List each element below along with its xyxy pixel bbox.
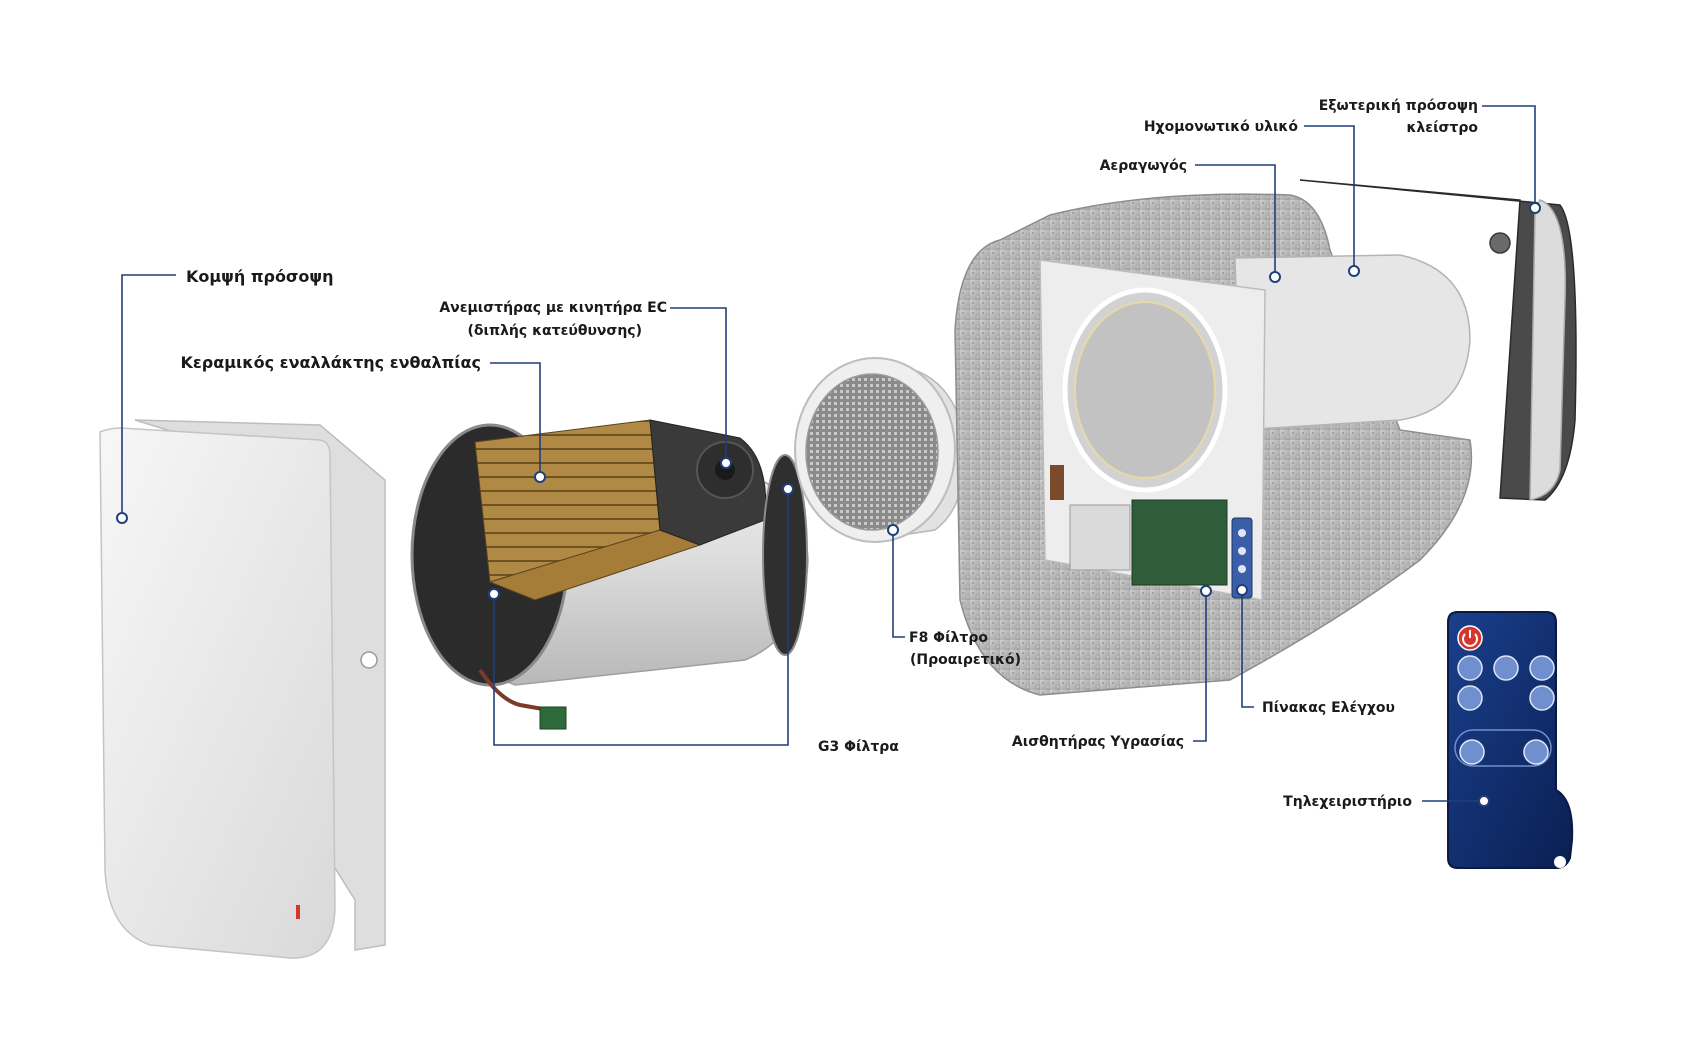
dot-air-duct	[1269, 271, 1281, 283]
label-f8-line1: F8 Φίλτρο	[909, 630, 988, 646]
dot-g3-filter-left	[488, 588, 500, 600]
label-outer-hood-line2: κλείστρο	[1406, 120, 1478, 136]
label-control-board: Πίνακας Ελέγχου	[1262, 700, 1395, 716]
label-outer-hood-line1: Εξωτερική πρόσοψη	[1319, 98, 1478, 114]
heat-exchanger-cylinder-illustration	[410, 419, 809, 730]
leader-g3-filters	[493, 489, 789, 746]
leader-sound-insulation	[1304, 125, 1355, 271]
dot-outer-hood	[1529, 202, 1541, 214]
dot-sound-insulation	[1348, 265, 1360, 277]
leader-front-panel	[121, 274, 176, 518]
dot-front-panel	[116, 512, 128, 524]
label-front-panel: Κομψή πρόσοψη	[186, 267, 333, 286]
dot-heat-exchanger	[534, 471, 546, 483]
label-fan-line1: Ανεμιστήρας με κινητήρα EC	[439, 300, 667, 316]
dot-control-board	[1236, 584, 1248, 596]
leader-heat-exchanger	[490, 362, 541, 477]
dot-fan	[720, 457, 732, 469]
dot-humidity-sensor	[1200, 585, 1212, 597]
label-heat-exchanger: Κεραμικός εναλλάκτης ενθαλπίας	[180, 353, 481, 372]
remote-control-illustration	[1447, 611, 1574, 869]
label-g3-filters: G3 Φίλτρα	[818, 739, 899, 755]
leader-air-duct	[1195, 164, 1276, 277]
main-housing-illustration	[954, 179, 1577, 696]
leader-f8-filter	[892, 530, 905, 638]
label-fan-line2: (διπλής κατεύθυνσης)	[468, 323, 642, 339]
leader-outer-hood	[1482, 105, 1536, 208]
leader-fan	[670, 307, 727, 463]
label-f8-line2: (Προαιρετικό)	[910, 652, 1021, 668]
leader-humidity-sensor	[1193, 591, 1207, 742]
label-air-duct: Αεραγωγός	[1100, 158, 1187, 174]
front-panel-illustration	[99, 419, 386, 959]
dot-f8-filter	[887, 524, 899, 536]
f8-filter-illustration	[794, 357, 965, 543]
dot-remote-control	[1478, 795, 1490, 807]
callout-labels: Κομψή πρόσοψη Ανεμιστήρας με κινητήρα EC…	[180, 98, 1478, 810]
label-humidity-sensor: Αισθητήρας Υγρασίας	[1012, 734, 1184, 750]
leader-control-board	[1241, 590, 1254, 708]
callout-leaders	[116, 105, 1541, 807]
label-remote-control: Τηλεχειριστήριο	[1283, 794, 1412, 810]
label-sound-insulation: Ηχομονωτικό υλικό	[1144, 119, 1299, 135]
dot-g3-filter-right	[782, 483, 794, 495]
